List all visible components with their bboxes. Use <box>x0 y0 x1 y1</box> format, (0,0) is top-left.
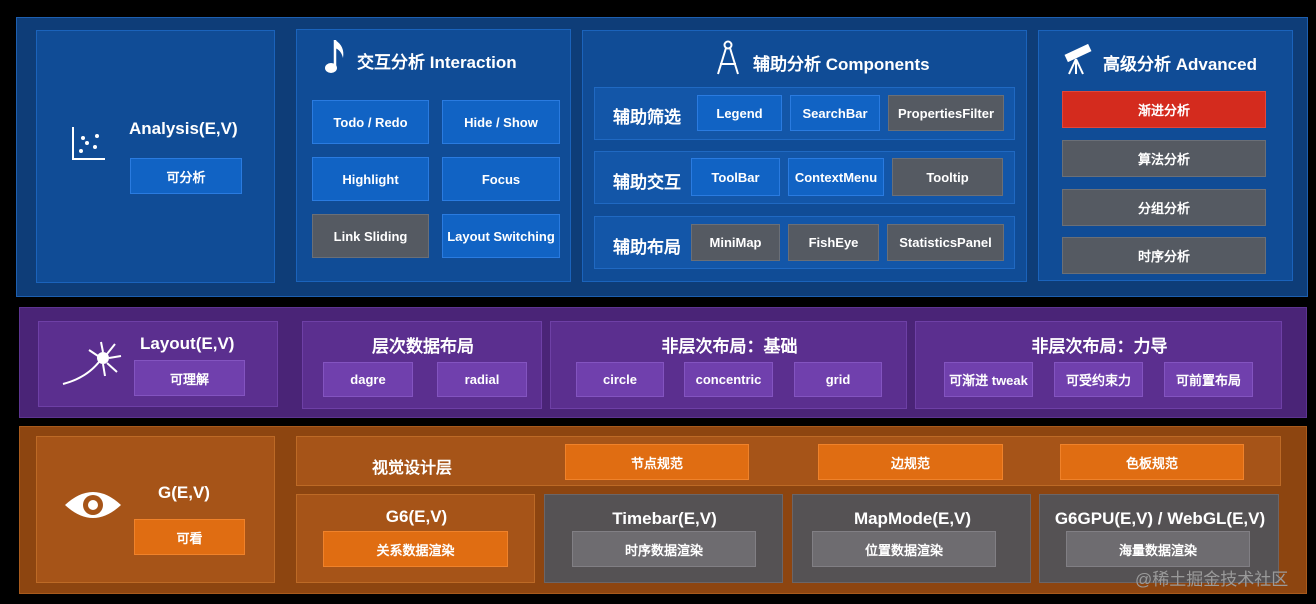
hide-show-button[interactable]: Hide / Show <box>442 100 560 144</box>
g6gpu-title: G6GPU(E,V) / WebGL(E,V) <box>1054 509 1266 528</box>
analysis-panel: Analysis(E,V) 可分析 <box>36 30 275 283</box>
basic-layout-title: 非层次布局：基础 <box>661 337 798 356</box>
layout-title: Layout(E,V) <box>140 334 235 353</box>
watermark: @稀土掘金技术社区 <box>1135 570 1289 589</box>
todo-redo-button[interactable]: Todo / Redo <box>312 100 429 144</box>
group-analysis-button[interactable]: 分组分析 <box>1062 189 1266 226</box>
location-render-button[interactable]: 位置数据渲染 <box>812 531 996 567</box>
temporal-render-button[interactable]: 时序数据渲染 <box>572 531 756 567</box>
hier-layout-title: 层次数据布局 <box>372 337 474 356</box>
relation-render-button[interactable]: 关系数据渲染 <box>323 531 508 567</box>
circle-button[interactable]: circle <box>576 362 664 397</box>
grid-button[interactable]: grid <box>794 362 882 397</box>
concentric-button[interactable]: concentric <box>684 362 773 397</box>
design-layer-title: 视觉设计层 <box>372 460 453 477</box>
filter-row-label: 辅助筛选 <box>613 108 681 127</box>
fisheye-button[interactable]: FishEye <box>788 224 879 261</box>
analysis-sub-badge: 可分析 <box>130 158 242 194</box>
layout-sub-badge: 可理解 <box>134 360 245 396</box>
music-note-icon <box>325 40 344 73</box>
propertiesfilter-button[interactable]: PropertiesFilter <box>888 95 1004 131</box>
timebar-title: Timebar(E,V) <box>612 509 717 528</box>
statisticspanel-button[interactable]: StatisticsPanel <box>887 224 1004 261</box>
analysis-title: Analysis(E,V) <box>129 119 238 138</box>
searchbar-button[interactable]: SearchBar <box>790 95 880 131</box>
layout-panel: Layout(E,V) 可理解 <box>38 321 278 407</box>
components-title: 辅助分析 Components <box>753 55 930 74</box>
g-panel: G(E,V) 可看 <box>36 436 275 583</box>
palette-spec-button[interactable]: 色板规范 <box>1060 444 1244 480</box>
toolbar-button[interactable]: ToolBar <box>691 158 780 196</box>
constrained-force-button[interactable]: 可受约束力 <box>1054 362 1143 397</box>
layout-switching-button[interactable]: Layout Switching <box>442 214 560 258</box>
edge-spec-button[interactable]: 边规范 <box>818 444 1003 480</box>
interaction-title: 交互分析 Interaction <box>357 53 517 72</box>
eye-icon <box>65 492 121 518</box>
telescope-icon <box>1064 43 1092 75</box>
layout-aid-row-label: 辅助布局 <box>613 238 681 257</box>
neuron-icon <box>62 341 122 385</box>
focus-button[interactable]: Focus <box>442 157 560 201</box>
tooltip-button[interactable]: Tooltip <box>892 158 1003 196</box>
algorithm-analysis-button[interactable]: 算法分析 <box>1062 140 1266 177</box>
advanced-title: 高级分析 Advanced <box>1103 55 1257 74</box>
massive-render-button[interactable]: 海量数据渲染 <box>1066 531 1250 567</box>
g-title: G(E,V) <box>158 483 210 502</box>
link-sliding-button[interactable]: Link Sliding <box>312 214 429 258</box>
dagre-button[interactable]: dagre <box>323 362 413 397</box>
g-sub-badge: 可看 <box>134 519 245 555</box>
mapmode-title: MapMode(E,V) <box>853 509 972 528</box>
scatter-plot-icon <box>72 127 105 160</box>
force-layout-title: 非层次布局：力导 <box>1031 337 1168 356</box>
legend-button[interactable]: Legend <box>697 95 782 131</box>
minimap-button[interactable]: MiniMap <box>691 224 780 261</box>
highlight-button[interactable]: Highlight <box>312 157 429 201</box>
prelayout-button[interactable]: 可前置布局 <box>1164 362 1253 397</box>
temporal-analysis-button[interactable]: 时序分析 <box>1062 237 1266 274</box>
radial-button[interactable]: radial <box>437 362 527 397</box>
progressive-tweak-button[interactable]: 可渐进 tweak <box>944 362 1033 397</box>
g6-title: G6(E,V) <box>385 507 448 526</box>
contextmenu-button[interactable]: ContextMenu <box>788 158 884 196</box>
progressive-analysis-button[interactable]: 渐进分析 <box>1062 91 1266 128</box>
node-spec-button[interactable]: 节点规范 <box>565 444 749 480</box>
compass-icon <box>717 40 739 75</box>
interact-row-label: 辅助交互 <box>613 173 681 192</box>
